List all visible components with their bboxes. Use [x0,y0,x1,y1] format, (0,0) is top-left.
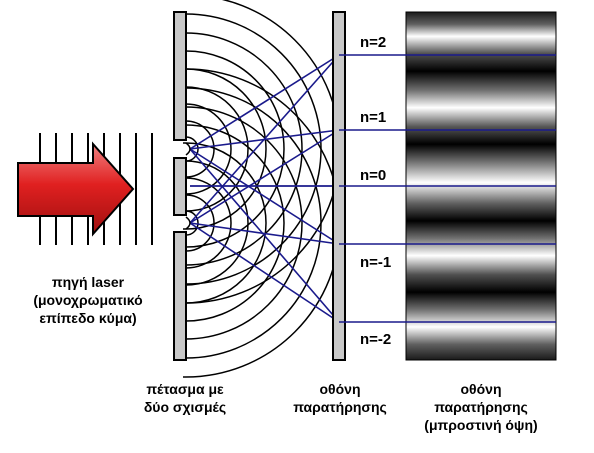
svg-text:επίπεδο κύμα): επίπεδο κύμα) [39,310,136,326]
order-label-n0: n=0 [360,167,386,184]
source-caption: πηγή laser (μονοχρωματικό επίπεδο κύμα) [33,274,142,326]
svg-text:πέτασμα με: πέτασμα με [146,381,224,397]
svg-text:παρατήρησης: παρατήρησης [434,399,528,415]
order-label-nm2: n=-2 [360,331,391,348]
laser-arrow [17,141,135,237]
svg-text:(μονοχρωματικό: (μονοχρωματικό [33,292,142,308]
svg-text:οθόνη: οθόνη [319,381,360,397]
ray [189,148,340,245]
diffraction-rays [189,54,340,323]
ray [189,54,340,150]
order-label-n1: n=1 [360,109,386,126]
ray [189,148,340,323]
upper-slit [185,142,191,156]
ray [189,129,340,150]
observation-screen-caption: οθόνη παρατήρησης [293,381,387,415]
ray [189,222,340,323]
ray [189,222,340,245]
ray [189,129,340,224]
order-label-nm1: n=-1 [360,254,391,271]
slit-screen-caption: πέτασμα με δύο σχισμές [144,381,226,415]
lower-slit [185,216,191,230]
svg-text:παρατήρησης: παρατήρησης [293,399,387,415]
order-label-n2: n=2 [360,34,386,51]
slit-screen [173,11,191,361]
order-connectors [339,54,556,323]
svg-text:(μπροστινή όψη): (μπροστινή όψη) [424,417,537,433]
svg-text:οθόνη: οθόνη [460,381,501,397]
svg-text:δύο σχισμές: δύο σχισμές [144,399,226,415]
svg-text:πηγή laser: πηγή laser [52,274,125,290]
front-view-caption: οθόνη παρατήρησης (μπροστινή όψη) [424,381,537,433]
